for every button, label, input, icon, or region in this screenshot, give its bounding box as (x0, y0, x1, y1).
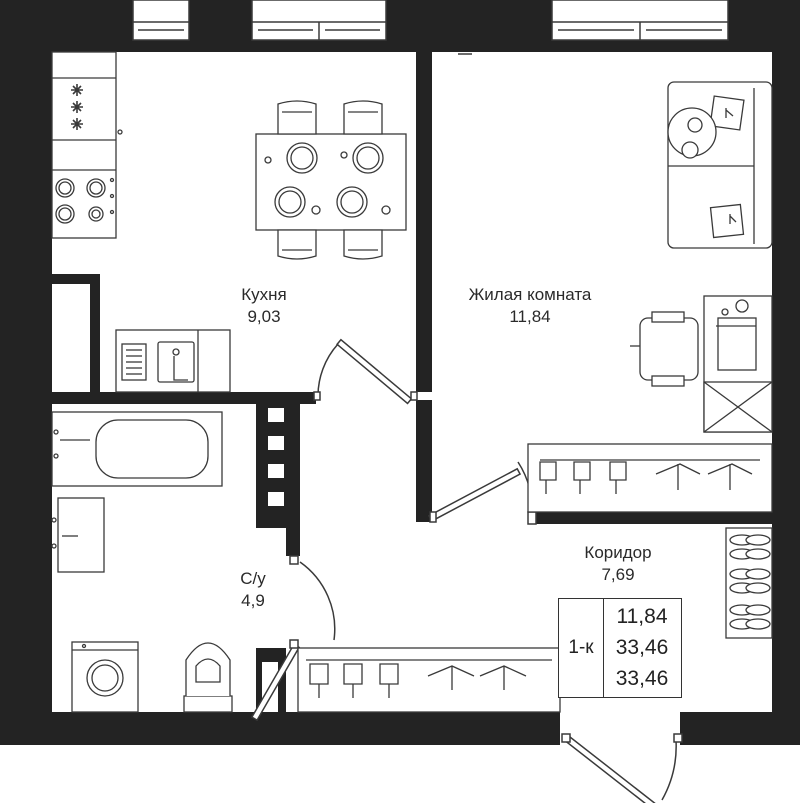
apartment-type: 1-к (559, 599, 604, 697)
living-area-value: 11,84 (616, 605, 668, 628)
doors (250, 338, 683, 803)
total-area-value: 33,46 (615, 636, 669, 659)
area-values: 11,84 33,46 33,46 (604, 601, 680, 694)
wardrobe-living (527, 443, 773, 513)
office-chair-icon (630, 311, 699, 387)
room-name: Кухня (241, 285, 287, 304)
plates-icon (264, 142, 391, 218)
entrance-door-leaf (564, 735, 665, 803)
area-summary-box: 1-к 11,84 33,46 33,46 (558, 598, 682, 698)
window-kitchen-left (132, 0, 190, 41)
room-label-kitchen: Кухня 9,03 (214, 284, 314, 328)
room-name: С/у (240, 569, 266, 588)
toilet-icon (183, 642, 233, 713)
wardrobe-corridor (297, 647, 561, 713)
room-label-bathroom: С/у 4,9 (218, 568, 288, 612)
shoe-rack-icon (725, 527, 773, 639)
corridor-furniture (297, 527, 773, 713)
room-label-living: Жилая комната 11,84 (450, 284, 610, 328)
room-area: 11,84 (509, 307, 551, 326)
room-area: 7,69 (601, 565, 635, 584)
room-name: Жилая комната (468, 285, 592, 304)
kitchen-door-leaf (336, 338, 413, 405)
room-area: 4,9 (241, 591, 265, 610)
dining-table (255, 133, 407, 231)
living-door-leaf (427, 467, 522, 523)
range-hood-icon (71, 84, 83, 130)
room-name: Коридор (584, 543, 652, 562)
room-label-corridor: Коридор 7,69 (568, 542, 668, 586)
total-area-value-2: 33,46 (615, 667, 669, 690)
windows (132, 0, 729, 55)
stove-icon (55, 177, 115, 224)
sofa-icon (667, 81, 773, 249)
living-room-furniture (527, 81, 773, 513)
desk-icon (703, 295, 773, 433)
washing-machine-icon (71, 641, 139, 713)
room-area: 9,03 (247, 307, 281, 326)
bathroom-fixtures (51, 411, 233, 713)
washbasin-icon (57, 497, 105, 573)
kitchen-sink-icon (157, 341, 195, 383)
kitchen-furniture (51, 51, 407, 393)
dining-chairs (277, 100, 383, 260)
